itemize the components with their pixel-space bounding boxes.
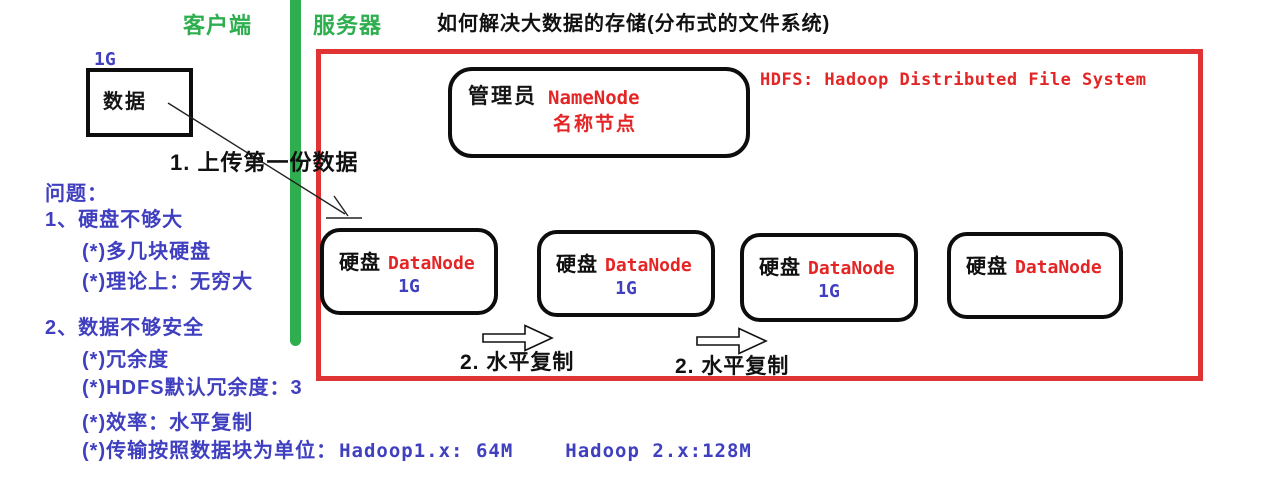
block-size-hadoop1: Hadoop1.x: 64M <box>339 440 514 462</box>
datanode-box-2: 硬盘 DataNode 1G <box>537 230 715 317</box>
datanode-box-4: 硬盘 DataNode <box>947 232 1123 319</box>
page-title: 如何解决大数据的存储(分布式的文件系统) <box>437 13 831 35</box>
datanode-box-1: 硬盘 DataNode 1G <box>320 228 498 315</box>
client-data-box: 数据 <box>86 68 193 137</box>
server-zone-label: 服务器 <box>313 13 383 38</box>
replicate-step-label-2: 2. 水平复制 <box>675 355 790 378</box>
namenode-cn-label: 名称节点 <box>553 114 638 135</box>
upload-step-label: 1. 上传第一份数据 <box>170 150 359 175</box>
datanode-disk-label: 硬盘 <box>556 254 598 276</box>
replicate-step-label-1: 2. 水平复制 <box>460 351 575 374</box>
datanode-type-label: DataNode <box>605 255 692 276</box>
server-boundary-rect <box>316 49 1203 381</box>
client-data-box-label: 数据 <box>103 91 147 113</box>
namenode-admin-label: 管理员 <box>468 85 537 108</box>
note-line: (*)效率：水平复制 <box>82 412 254 434</box>
note-line: 1、硬盘不够大 <box>45 209 184 231</box>
datanode-capacity: 1G <box>615 278 637 299</box>
datanode-disk-label: 硬盘 <box>759 257 801 279</box>
datanode-box-3: 硬盘 DataNode 1G <box>740 233 918 322</box>
client-data-size-label: 1G <box>94 49 116 70</box>
note-line-block-size: (*)传输按照数据块为单位： Hadoop1.x: 64M Hadoop 2.x… <box>82 441 752 461</box>
datanode-disk-label: 硬盘 <box>339 252 381 274</box>
datanode-type-label: DataNode <box>808 258 895 279</box>
namenode-type-label: NameNode <box>548 87 640 109</box>
hdfs-caption: HDFS: Hadoop Distributed File System <box>760 70 1147 90</box>
block-size-prefix: (*)传输按照数据块为单位： <box>82 440 338 462</box>
notes-heading: 问题： <box>45 183 108 205</box>
note-line: (*)多几块硬盘 <box>82 241 212 263</box>
namenode-box: 管理员 NameNode 名称节点 <box>448 67 750 158</box>
datanode-type-label: DataNode <box>388 253 475 274</box>
note-line: (*)冗余度 <box>82 349 170 371</box>
note-line: (*)理论上：无穷大 <box>82 271 254 293</box>
datanode-disk-label: 硬盘 <box>966 256 1008 278</box>
datanode-capacity: 1G <box>398 276 420 297</box>
note-line: 2、数据不够安全 <box>45 317 205 339</box>
datanode-capacity: 1G <box>818 281 840 302</box>
client-zone-label: 客户端 <box>183 13 253 38</box>
note-line: (*)HDFS默认冗余度：3 <box>82 377 303 399</box>
datanode-type-label: DataNode <box>1015 257 1102 278</box>
block-size-hadoop2: Hadoop 2.x:128M <box>565 440 752 462</box>
